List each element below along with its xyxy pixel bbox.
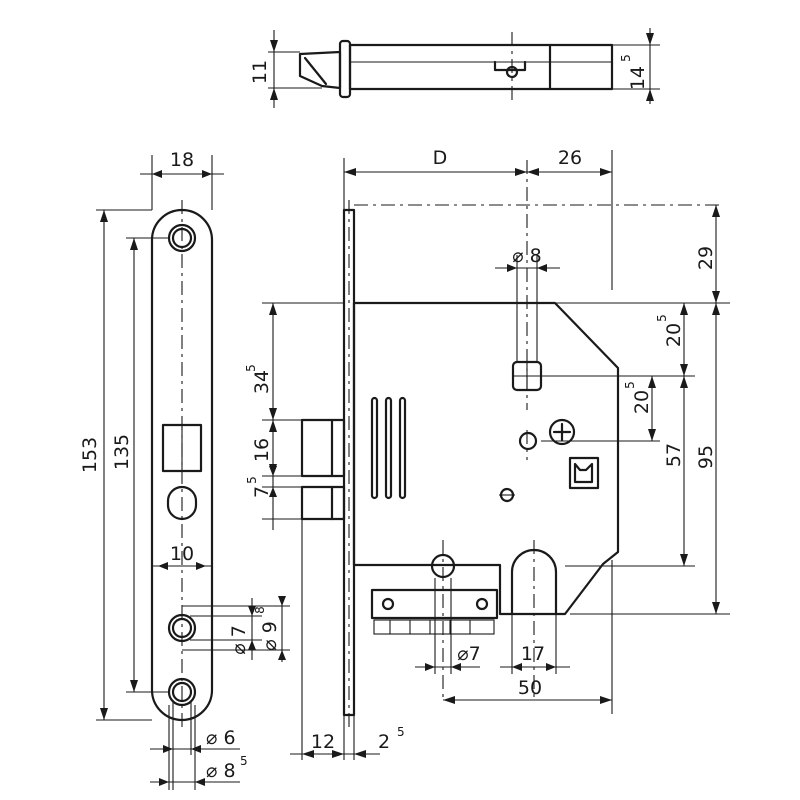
dim-countersink: ⌀ 8 — [206, 760, 236, 782]
dim-spindle-diameter: ⌀ 8 — [512, 245, 542, 267]
dim-cylinder-hole: ⌀7 — [457, 643, 481, 665]
dim-front-12: 12 — [311, 731, 335, 753]
dim-deadbolt-gap: 7 — [251, 486, 273, 498]
lock-body-view — [262, 150, 730, 760]
dim-bolt-right: 14 — [627, 66, 649, 90]
dim-faceplate-width: 18 — [170, 149, 194, 171]
dim-hole-large: ⌀ 9 — [259, 621, 281, 651]
dim-screw-spacing: 135 — [111, 434, 133, 470]
dim-latch-height: 16 — [251, 438, 273, 462]
dim-backset: D — [433, 147, 448, 169]
dim-faceplate-length: 153 — [79, 437, 101, 473]
dim-follower-offset-sup: 5 — [623, 381, 637, 389]
dim-countersink-sup: 5 — [240, 754, 248, 768]
dim-cylinder-50: 50 — [518, 677, 542, 699]
dim-95: 95 — [695, 445, 717, 469]
dim-deadbolt-gap-sup: 5 — [245, 476, 259, 484]
dim-hole-large-sup: 8 — [253, 606, 267, 614]
dim-latch-position-sup: 5 — [244, 364, 258, 372]
dim-follower-offset: 20 — [631, 390, 653, 414]
dim-front-2-sup: 5 — [397, 725, 405, 739]
dim-hole-small: ⌀ 7 — [228, 625, 250, 655]
dim-bolt-height: 11 — [249, 60, 271, 84]
dim-bolt-right-sup: 5 — [619, 54, 633, 62]
dim-cylinder-17: 17 — [521, 643, 545, 665]
dim-spindle-offset: 20 — [663, 323, 685, 347]
dim-case-offset: 26 — [558, 147, 582, 169]
bolt-top-view — [268, 28, 660, 108]
dim-latch-position: 34 — [251, 370, 273, 394]
dim-screw-dia: ⌀ 6 — [206, 727, 236, 749]
dim-spindle-offset-sup: 5 — [655, 314, 669, 322]
dim-57: 57 — [663, 443, 685, 467]
faceplate-view — [96, 155, 290, 790]
dim-front-2: 2 — [378, 731, 390, 753]
dim-faceplate-inner: 10 — [170, 543, 194, 565]
dim-top-offset: 29 — [695, 246, 717, 270]
